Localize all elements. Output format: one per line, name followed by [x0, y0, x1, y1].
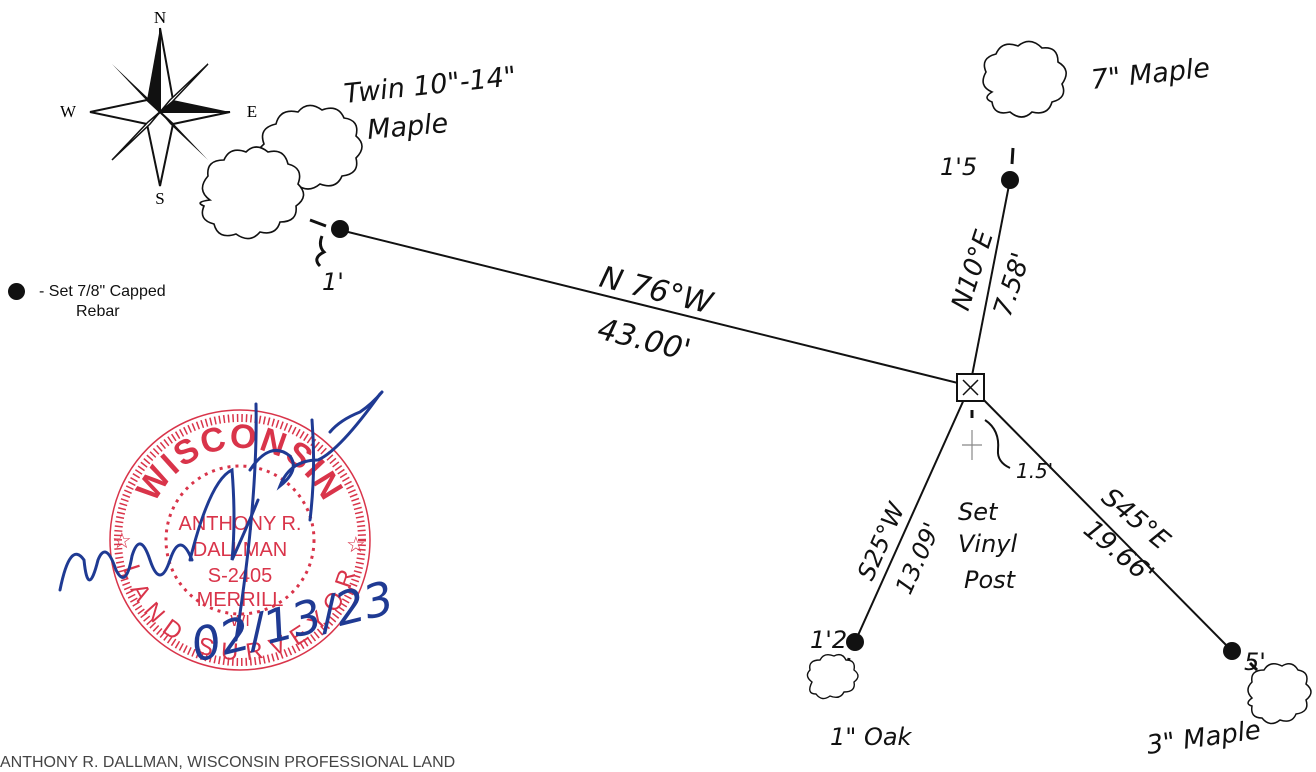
rebar-north [1001, 171, 1019, 189]
seal-city: MERRILL [197, 589, 284, 611]
offset-oak: 1'2 [810, 626, 847, 654]
west-distance-label: 43.00' [594, 312, 694, 369]
legend-rebar-row: - Set 7/8" Capped [8, 282, 166, 302]
survey-lines [339, 179, 1233, 652]
line-north [969, 179, 1011, 387]
vinyl-post-marker [956, 373, 1011, 469]
tree-tie-marks [309, 147, 1259, 673]
offset-7-maple: 1'5 [940, 153, 977, 181]
tree-3-maple [1247, 663, 1312, 725]
tree-7-maple [982, 40, 1067, 118]
seal-star-right: ☆ [346, 532, 366, 557]
seal-name-line1: ANTHONY R. [179, 513, 302, 535]
offset-3-maple: 5' [1244, 648, 1266, 676]
west-bearing-label: N 76°W [596, 260, 717, 322]
seal-license: S-2405 [208, 565, 273, 587]
surveyor-signature [58, 390, 384, 642]
offset-twin-maple: 1' [322, 268, 344, 296]
line-southwest [854, 385, 971, 643]
legend-line1: - Set 7/8" Capped [39, 283, 166, 300]
legend: - Set 7/8" Capped Rebar [8, 282, 166, 322]
rebar-markers [331, 171, 1241, 660]
tree-twin-maple [199, 104, 363, 240]
footer-text: ANTHONY R. DALLMAN, WISCONSIN PROFESSION… [0, 754, 456, 771]
tree-1-oak [806, 653, 859, 700]
compass-rose: N S W E [60, 8, 257, 208]
oak-label: 1" Oak [830, 723, 913, 751]
compass-east-label: E [247, 102, 257, 121]
seal-name-line2: DALLMAN [193, 539, 287, 561]
compass-west-label: W [60, 102, 77, 121]
seal-star-left: ☆ [112, 528, 132, 553]
twin-maple-label-line1: Twin 10"-14" [342, 61, 517, 110]
post-label-line1: Set [958, 498, 999, 526]
line-west [339, 229, 971, 387]
post-label-line3: Post [964, 566, 1017, 594]
compass-south-label: S [155, 189, 164, 208]
line-southeast [969, 385, 1233, 652]
3-maple-label: 3" Maple [1145, 715, 1263, 761]
rebar-southwest [846, 633, 864, 651]
rebar-southeast [1223, 642, 1241, 660]
twin-maple-label-line2: Maple [366, 108, 449, 146]
legend-line2: Rebar [76, 303, 120, 320]
7-maple-label: 7" Maple [1089, 53, 1211, 96]
seal-top-text: WISCONSIN [129, 418, 351, 508]
post-label-line2: Vinyl [958, 530, 1018, 558]
compass-north-label: N [154, 8, 166, 27]
rebar-dot-icon [8, 283, 25, 301]
offset-post: 1.5' [1016, 459, 1053, 483]
rebar-west [331, 220, 349, 238]
